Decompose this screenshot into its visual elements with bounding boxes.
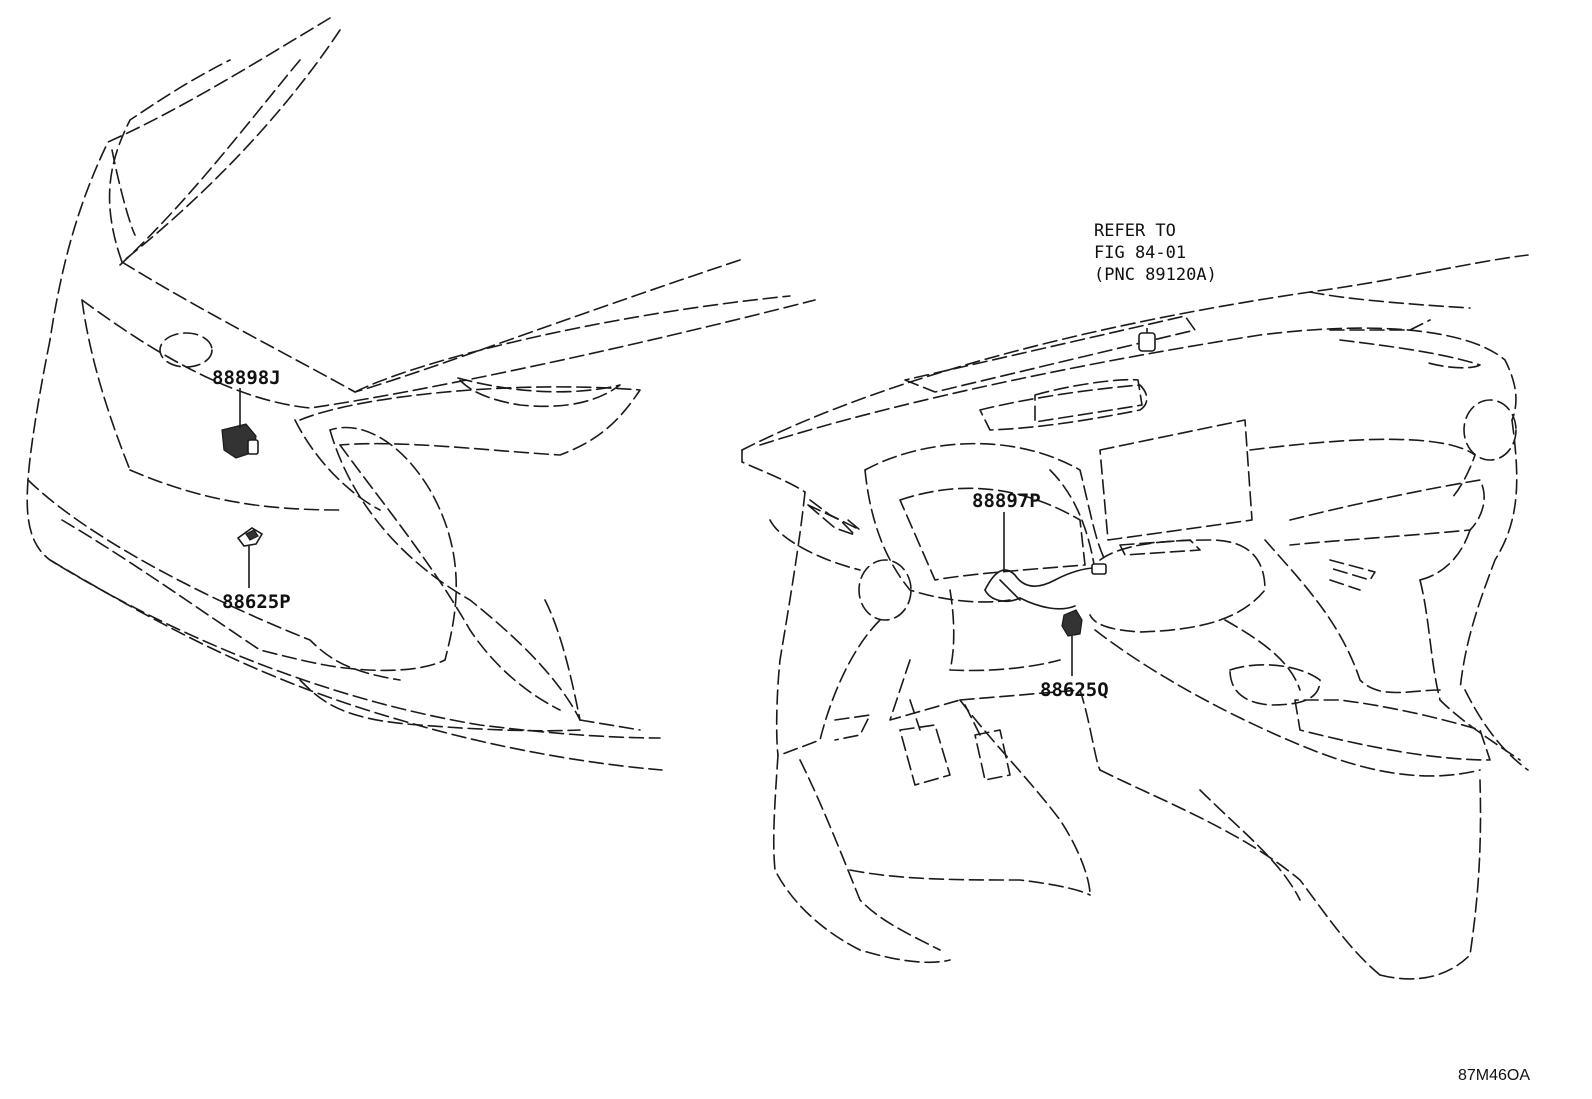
part-88625p-clip xyxy=(236,527,264,547)
refer-note-line1: REFER TO xyxy=(1094,221,1176,241)
label-88625p: 88625P xyxy=(222,591,291,613)
label-88898j: 88898J xyxy=(212,367,281,389)
part-88897p-harness xyxy=(984,563,1107,610)
instrument-panel-drawing xyxy=(741,254,1529,980)
part-89120a-sensor xyxy=(1138,328,1156,352)
refer-note-line3: (PNC 89120A) xyxy=(1094,265,1217,285)
label-88897p: 88897P xyxy=(972,490,1041,512)
label-88625q: 88625Q xyxy=(1040,679,1109,701)
refer-note-line2: FIG 84-01 xyxy=(1094,243,1186,263)
part-88898j-sensor xyxy=(221,423,259,459)
refer-note: REFER TO FIG 84-01 (PNC 89120A) xyxy=(1094,221,1217,285)
part-88625q-clip xyxy=(1061,609,1083,637)
figure-code: 87M46OA xyxy=(1458,1067,1530,1084)
front-bumper-drawing xyxy=(26,17,816,771)
